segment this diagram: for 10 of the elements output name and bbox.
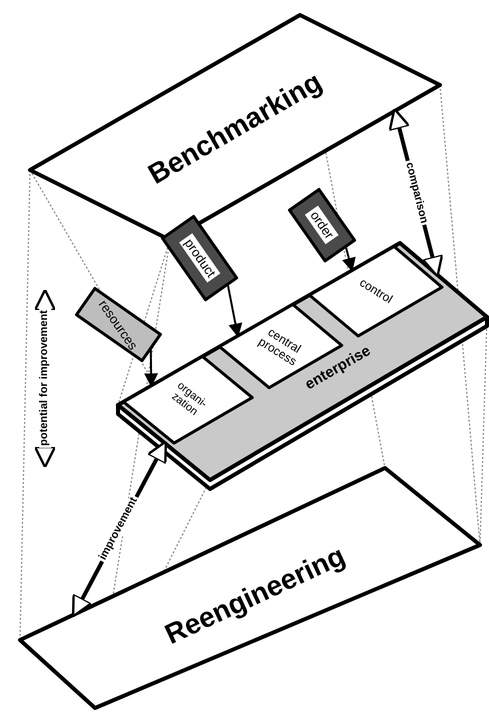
arrow-label: potential for improvement [39, 308, 51, 448]
area-box [122, 354, 254, 444]
arrow [144, 348, 158, 388]
input-box [161, 214, 239, 302]
input-box [288, 188, 356, 262]
plane-panel [18, 466, 482, 710]
arrow [342, 246, 356, 272]
input-box [74, 287, 162, 363]
arrow [226, 284, 242, 338]
area-box [308, 244, 444, 338]
